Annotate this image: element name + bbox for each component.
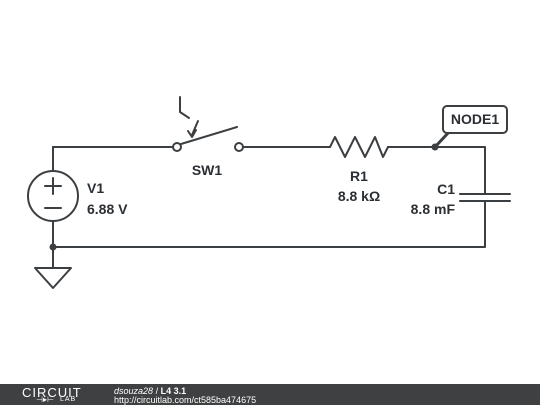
switch-sw1[interactable] bbox=[172, 96, 244, 152]
resistor-name-label: R1 bbox=[350, 168, 368, 184]
circuit-schematic: NODE1 V1 6.88 V SW1 R1 8.8 kΩ C1 8.8 mF bbox=[27, 96, 511, 289]
resistor-value-label: 8.8 kΩ bbox=[338, 188, 380, 204]
wire-resistor-to-node bbox=[387, 146, 486, 195]
capacitor-c1[interactable] bbox=[459, 193, 511, 202]
circuitlab-logo-top: CIRCUIT bbox=[22, 385, 82, 400]
capacitor-name-label: C1 bbox=[437, 181, 455, 197]
source-name-label: V1 bbox=[87, 180, 104, 196]
wire-cap-to-bottom bbox=[52, 200, 486, 248]
circuit-url-link[interactable]: http://circuitlab.com/ct585ba474675 bbox=[114, 395, 257, 405]
voltage-source-v1[interactable] bbox=[27, 170, 79, 222]
junction-dot-bottom bbox=[49, 243, 57, 251]
resistor-r1[interactable] bbox=[329, 136, 389, 158]
circuitlab-logo-bottom: LAB bbox=[60, 396, 77, 403]
node-label-text: NODE1 bbox=[451, 111, 499, 127]
footer-bar: CIRCUIT ⊣▸⊢ LAB dsouza28 / L4 3.1 http:/… bbox=[0, 384, 540, 405]
circuit-logo-icon: ⊣▸⊢ bbox=[36, 395, 54, 404]
author-separator: / bbox=[155, 386, 159, 396]
capacitor-value-label: 8.8 mF bbox=[411, 201, 456, 217]
author-line: dsouza28 / L4 3.1 bbox=[114, 386, 186, 396]
author-name[interactable]: dsouza28 bbox=[114, 386, 154, 396]
source-value-label: 6.88 V bbox=[87, 201, 128, 217]
switch-name-label: SW1 bbox=[192, 162, 223, 178]
circuit-title: L4 3.1 bbox=[160, 386, 187, 396]
ground-symbol bbox=[34, 267, 72, 289]
node-label-callout[interactable]: NODE1 bbox=[433, 105, 508, 149]
